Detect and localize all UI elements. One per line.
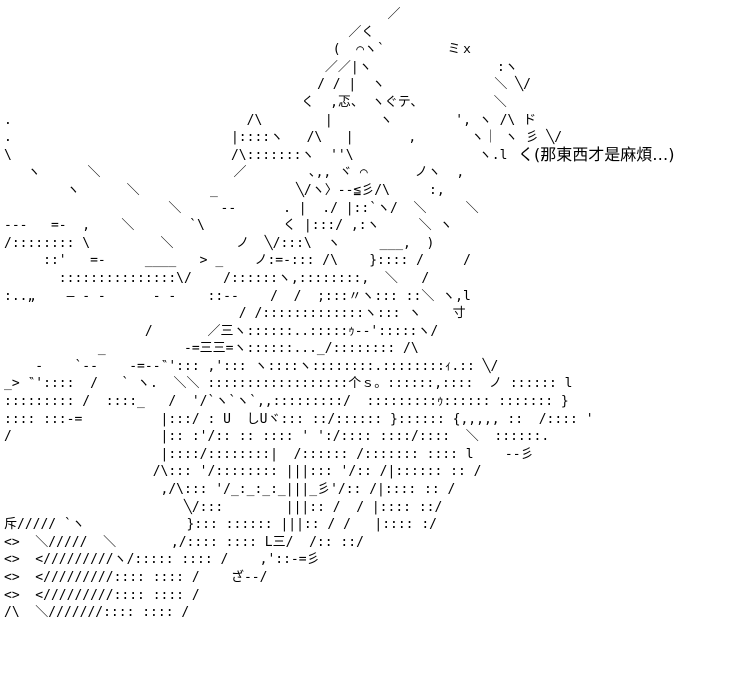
speech-text: く(那東西才是麻煩…): [518, 145, 675, 164]
ascii-art-figure: ／ ／く ( ⌒ヽ` ミｘ ／／|ヽ :ヽ: [4, 7, 594, 621]
